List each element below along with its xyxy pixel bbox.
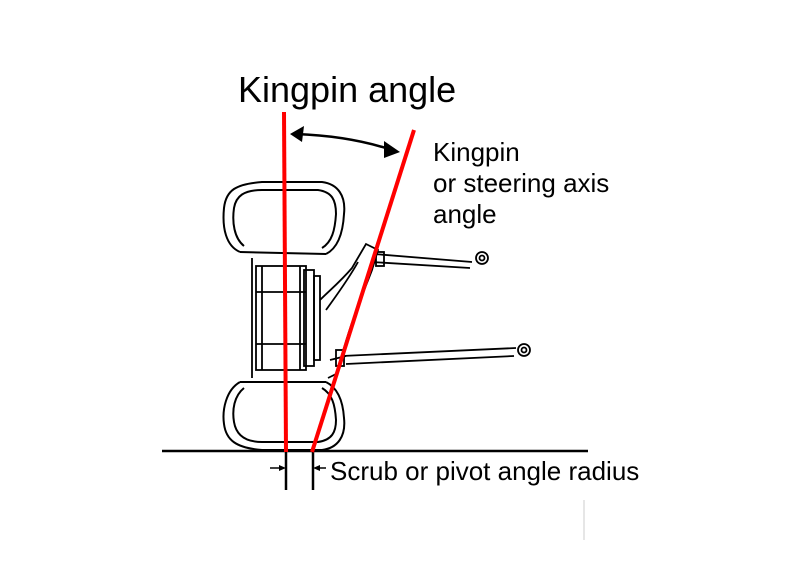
steering-axis-line [310,129,416,453]
steering-knuckle [319,242,380,379]
kingpin-angle-arrow [290,126,400,158]
scrub-radius-markers [270,452,326,490]
steering-axis-label-line-2: or steering axis [433,168,610,198]
tire [222,181,346,451]
lower-control-arm [335,343,531,367]
scrub-radius-label: Scrub or pivot angle radius [330,456,640,486]
wheel-hub [251,258,321,378]
steering-axis-label-line-3: angle [433,199,497,229]
steering-axis-label-line-1: Kingpin [433,137,520,167]
arrowhead-right [384,141,400,158]
upper-control-arm [371,251,489,269]
arrowhead-left [290,126,304,142]
diagram-title: Kingpin angle [238,69,457,110]
vertical-reference-line [282,111,288,453]
steering-axis-label: Kingpin or steering axis angle [433,137,673,230]
